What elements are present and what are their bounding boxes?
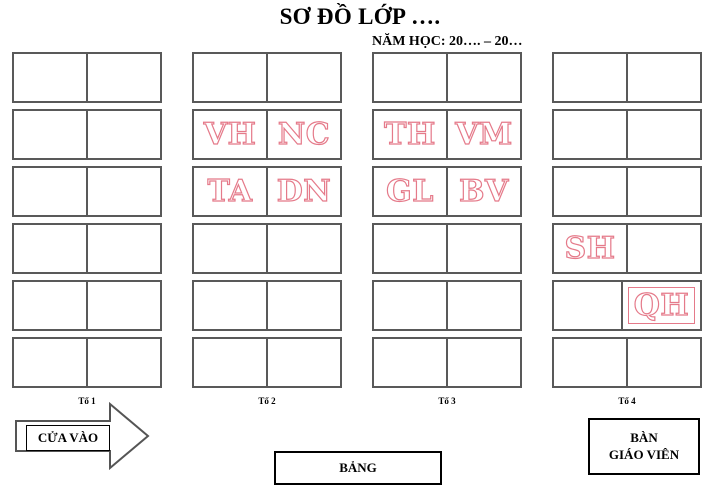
seat: [194, 282, 266, 329]
seat: [374, 339, 446, 386]
desk: [12, 223, 162, 274]
desk: TA DN: [192, 166, 342, 217]
seat: [86, 111, 160, 158]
desk: GL BV: [372, 166, 522, 217]
seat: NC: [266, 111, 340, 158]
desk: [372, 52, 522, 103]
teacher-desk-line2: GIÁO VIÊN: [608, 446, 680, 462]
group-label: Tổ 2: [258, 396, 276, 406]
arrow-right-icon: [15, 402, 150, 470]
seat: [446, 339, 520, 386]
seat: [14, 168, 86, 215]
desk: [192, 223, 342, 274]
student-initials: DN: [276, 173, 332, 209]
seat: VH: [194, 111, 266, 158]
seat: [86, 225, 160, 272]
initials-frame: QH: [628, 287, 695, 324]
student-initials: NC: [277, 116, 331, 152]
school-year: NĂM HỌC: 20…. – 20…: [372, 34, 523, 49]
seat: [626, 225, 700, 272]
seat: [86, 339, 160, 386]
student-initials: GL: [386, 173, 434, 209]
student-initials: VM: [455, 116, 513, 152]
seat: [86, 54, 160, 101]
seat: [86, 282, 160, 329]
seat: [554, 54, 626, 101]
desk: [12, 337, 162, 388]
desk: [552, 337, 702, 388]
student-initials: TA: [207, 173, 253, 209]
seat: BV: [446, 168, 520, 215]
desk: [192, 280, 342, 331]
desk: [372, 280, 522, 331]
seat: [374, 225, 446, 272]
seat: VM: [446, 111, 520, 158]
desk: [372, 337, 522, 388]
desk: TH VM: [372, 109, 522, 160]
seat: [14, 225, 86, 272]
student-initials: TH: [384, 116, 436, 152]
desk: [12, 166, 162, 217]
teacher-desk: BÀN GIÁO VIÊN: [588, 418, 700, 475]
seat: [86, 168, 160, 215]
seat: [14, 282, 86, 329]
seat: [266, 54, 340, 101]
desk: VH NC: [192, 109, 342, 160]
desk: SH: [552, 223, 702, 274]
seat: [554, 111, 626, 158]
desk-group-3: TH VM GL BV: [372, 52, 522, 394]
desk-group-1: [12, 52, 162, 394]
seat: [14, 111, 86, 158]
seat: [626, 54, 700, 101]
seat: [14, 54, 86, 101]
student-initials: VH: [203, 116, 257, 152]
desk: [12, 280, 162, 331]
desk-group-4: SH QH: [552, 52, 702, 394]
seat: [266, 339, 340, 386]
desk: [192, 52, 342, 103]
group-label: Tổ 3: [438, 396, 456, 406]
desk: [12, 52, 162, 103]
seat: [626, 168, 700, 215]
seat: [266, 282, 340, 329]
seat: TA: [194, 168, 266, 215]
desk: [552, 52, 702, 103]
seat: [626, 111, 700, 158]
student-initials: SH: [564, 230, 616, 266]
desk: [372, 223, 522, 274]
seat: [194, 225, 266, 272]
page-title: SƠ ĐỒ LỚP ….: [279, 4, 441, 29]
teacher-desk-line1: BÀN: [630, 430, 658, 446]
seat: [554, 168, 626, 215]
seat: [554, 339, 626, 386]
seat: SH: [554, 225, 626, 272]
desk: [12, 109, 162, 160]
entrance-label: CỬA VÀO: [26, 425, 110, 451]
desk-group-2: VH NC TA DN: [192, 52, 342, 394]
desk: QH: [552, 280, 702, 331]
desk: [192, 337, 342, 388]
desk: [552, 166, 702, 217]
seat: [446, 225, 520, 272]
seat: [374, 54, 446, 101]
group-label: Tổ 1: [78, 396, 96, 406]
student-initials: BV: [459, 173, 509, 209]
seat: DN: [266, 168, 340, 215]
seat: [446, 54, 520, 101]
seat: TH: [374, 111, 446, 158]
seat: [194, 339, 266, 386]
seat: [446, 282, 520, 329]
seat: [266, 225, 340, 272]
student-initials: QH: [633, 287, 690, 323]
seat: [626, 339, 700, 386]
seat: [374, 282, 446, 329]
group-label: Tổ 4: [618, 396, 636, 406]
seat: [554, 282, 621, 329]
seat: [194, 54, 266, 101]
seat: GL: [374, 168, 446, 215]
blackboard: BẢNG: [274, 451, 442, 485]
desk: [552, 109, 702, 160]
seat: QH: [621, 282, 700, 329]
seat: [14, 339, 86, 386]
